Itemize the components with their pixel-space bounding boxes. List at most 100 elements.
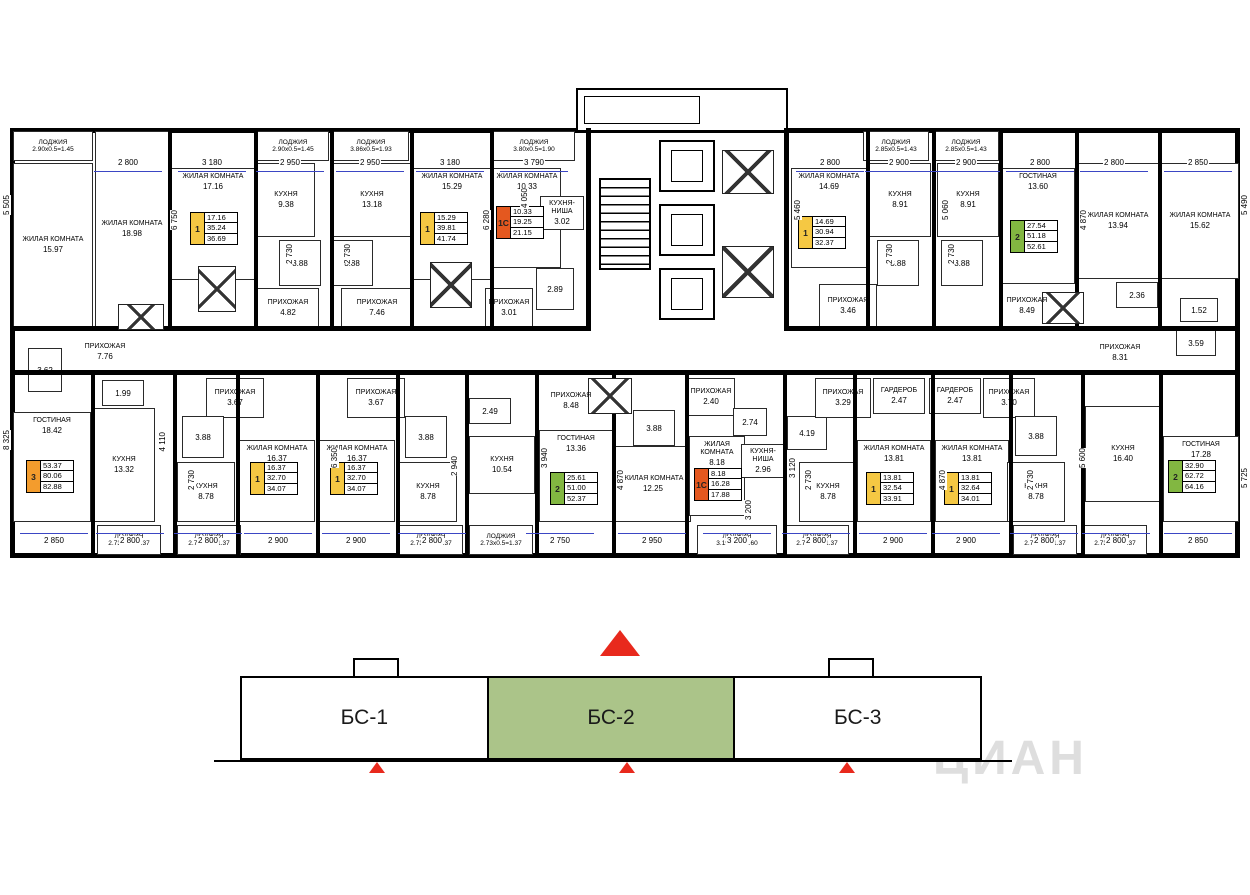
apartment-area-value: 14.69 <box>813 216 846 227</box>
apartment-type-badge: 1 <box>250 462 265 495</box>
wall <box>330 128 334 328</box>
dimension-label: 2 850 <box>1186 536 1210 545</box>
dimension-label: 2 950 <box>278 158 302 167</box>
apartment-area-value: 32.54 <box>881 483 914 494</box>
wall <box>535 375 539 556</box>
dimension-label: 2 800 <box>1032 536 1056 545</box>
apartment-area-value: 64.16 <box>1183 482 1216 493</box>
wall <box>685 375 689 556</box>
wall <box>612 375 616 556</box>
dimension-label: 3 200 <box>725 536 749 545</box>
dimension-label: 2 730 <box>885 244 894 265</box>
section-bs-3[interactable]: БС-3 <box>735 678 981 758</box>
room: 3.88 <box>877 240 919 286</box>
dimension-label: 2 730 <box>1026 470 1035 491</box>
dimension-label: 4 870 <box>1079 210 1088 231</box>
wall <box>1158 128 1162 328</box>
room: 2.49 <box>469 398 511 424</box>
dimension-label: 2 800 <box>420 536 444 545</box>
dimension-line <box>865 171 933 172</box>
dimension-line <box>1006 171 1074 172</box>
wall <box>91 375 95 556</box>
dimension-label: 3 120 <box>788 458 797 479</box>
dimension-label: 4 870 <box>938 470 947 491</box>
building-section-selector: БС-1 БС-2 БС-3 <box>240 676 982 760</box>
wall <box>1075 128 1079 328</box>
dimension-label: 2 800 <box>118 536 142 545</box>
apartment-area-value: 52.37 <box>565 494 598 505</box>
room: 3.88 <box>405 416 447 458</box>
apartment-type-badge: 2 <box>1010 220 1025 253</box>
wall <box>999 128 1003 328</box>
section-bs-1[interactable]: БС-1 <box>242 678 489 758</box>
room: 2.89 <box>536 268 574 310</box>
wall <box>853 375 857 556</box>
dimension-line <box>1082 533 1150 534</box>
section-bs-2[interactable]: БС-2 <box>488 678 736 758</box>
dimension-label: 2 730 <box>947 244 956 265</box>
apartment-area-value: 52.61 <box>1025 242 1058 253</box>
apartment-area-value: 51.18 <box>1025 231 1058 242</box>
dimension-line <box>1010 533 1078 534</box>
ventilation-shaft <box>588 378 632 414</box>
ventilation-shaft <box>198 266 236 312</box>
apartment-area-value: 33.91 <box>881 494 914 505</box>
dimension-line <box>94 171 162 172</box>
room: 3.88 <box>1015 416 1057 456</box>
dimension-line <box>174 533 242 534</box>
apartment-area-value: 19.25 <box>511 217 544 228</box>
elevator <box>659 204 715 256</box>
apartment-type-badge: 1 <box>866 472 881 505</box>
apartment-area-value: 62.72 <box>1183 471 1216 482</box>
room: 2.74 <box>733 408 767 436</box>
ventilation-shaft <box>118 304 164 330</box>
apartment-area-value: 25.61 <box>565 472 598 483</box>
dimension-label: 2 950 <box>640 536 664 545</box>
apartment-area-value: 21.15 <box>511 228 544 239</box>
apartment-type-badge: 1С <box>496 206 511 239</box>
dimension-label: 2 730 <box>187 470 196 491</box>
dimension-line <box>20 533 88 534</box>
dimension-line <box>618 533 686 534</box>
wall <box>10 326 588 331</box>
room: 3.88 <box>633 410 675 446</box>
apartment-area-value: 32.90 <box>1183 460 1216 471</box>
apartment-area-value: 13.81 <box>959 472 992 483</box>
apartment-area-value: 27.54 <box>1025 220 1058 231</box>
room: 4.19 <box>787 416 827 450</box>
section-marker-icon <box>839 762 855 773</box>
dimension-line <box>932 533 1000 534</box>
dimension-label: 5 460 <box>793 200 802 221</box>
wall <box>465 375 469 556</box>
dimension-line <box>796 171 864 172</box>
wall <box>236 375 240 556</box>
apartment-area-value: 51.00 <box>565 483 598 494</box>
apartment-type-badge: 1 <box>420 212 435 245</box>
dimension-line <box>500 171 568 172</box>
wall <box>490 128 494 328</box>
